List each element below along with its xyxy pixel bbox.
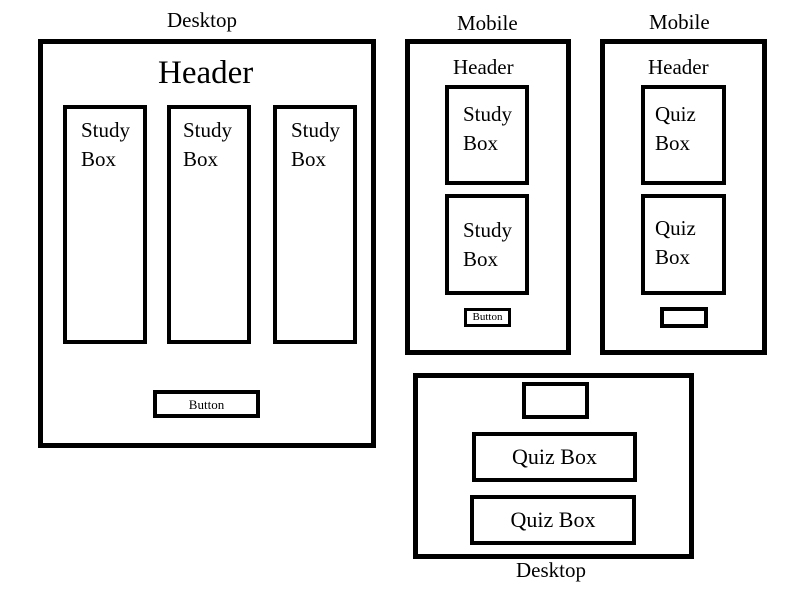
desktop-quiz-top-button[interactable] [522,382,589,419]
desktop-study-title: Desktop [167,8,237,32]
mobile-quiz-box-2 [641,194,726,295]
desktop-study-box-1 [63,105,147,344]
desktop-quiz-box-1-label: Quiz Box [512,444,597,469]
mobile-quiz-button[interactable] [660,307,708,328]
mobile-quiz-header: Header [648,55,709,79]
desktop-quiz-title: Desktop [516,558,586,582]
mobile-study-box-1-label: Study Box [463,102,513,155]
mobile-quiz-title: Mobile [649,10,710,34]
mobile-study-box-2-label: Study Box [463,218,513,271]
mobile-quiz-box-2-label: Quiz Box [655,216,696,269]
desktop-study-box-2-label: Study Box [183,118,233,171]
mobile-study-button[interactable]: Button [464,308,511,327]
desktop-study-box-3 [273,105,357,344]
mobile-study-box-1 [445,85,529,185]
desktop-study-box-3-label: Study Box [291,118,341,171]
mobile-study-title: Mobile [457,11,518,35]
mobile-quiz-box-1-label: Quiz Box [655,102,696,155]
desktop-study-box-1-label: Study Box [81,118,131,171]
mobile-study-header: Header [453,55,514,79]
desktop-study-box-2 [167,105,251,344]
desktop-quiz-box-2: Quiz Box [470,495,636,545]
desktop-study-header: Header [158,55,254,91]
desktop-quiz-box-1: Quiz Box [472,432,637,482]
mobile-quiz-box-1 [641,85,726,185]
desktop-study-button[interactable]: Button [153,390,260,418]
desktop-quiz-box-2-label: Quiz Box [510,507,596,532]
mobile-study-box-2 [445,194,529,295]
